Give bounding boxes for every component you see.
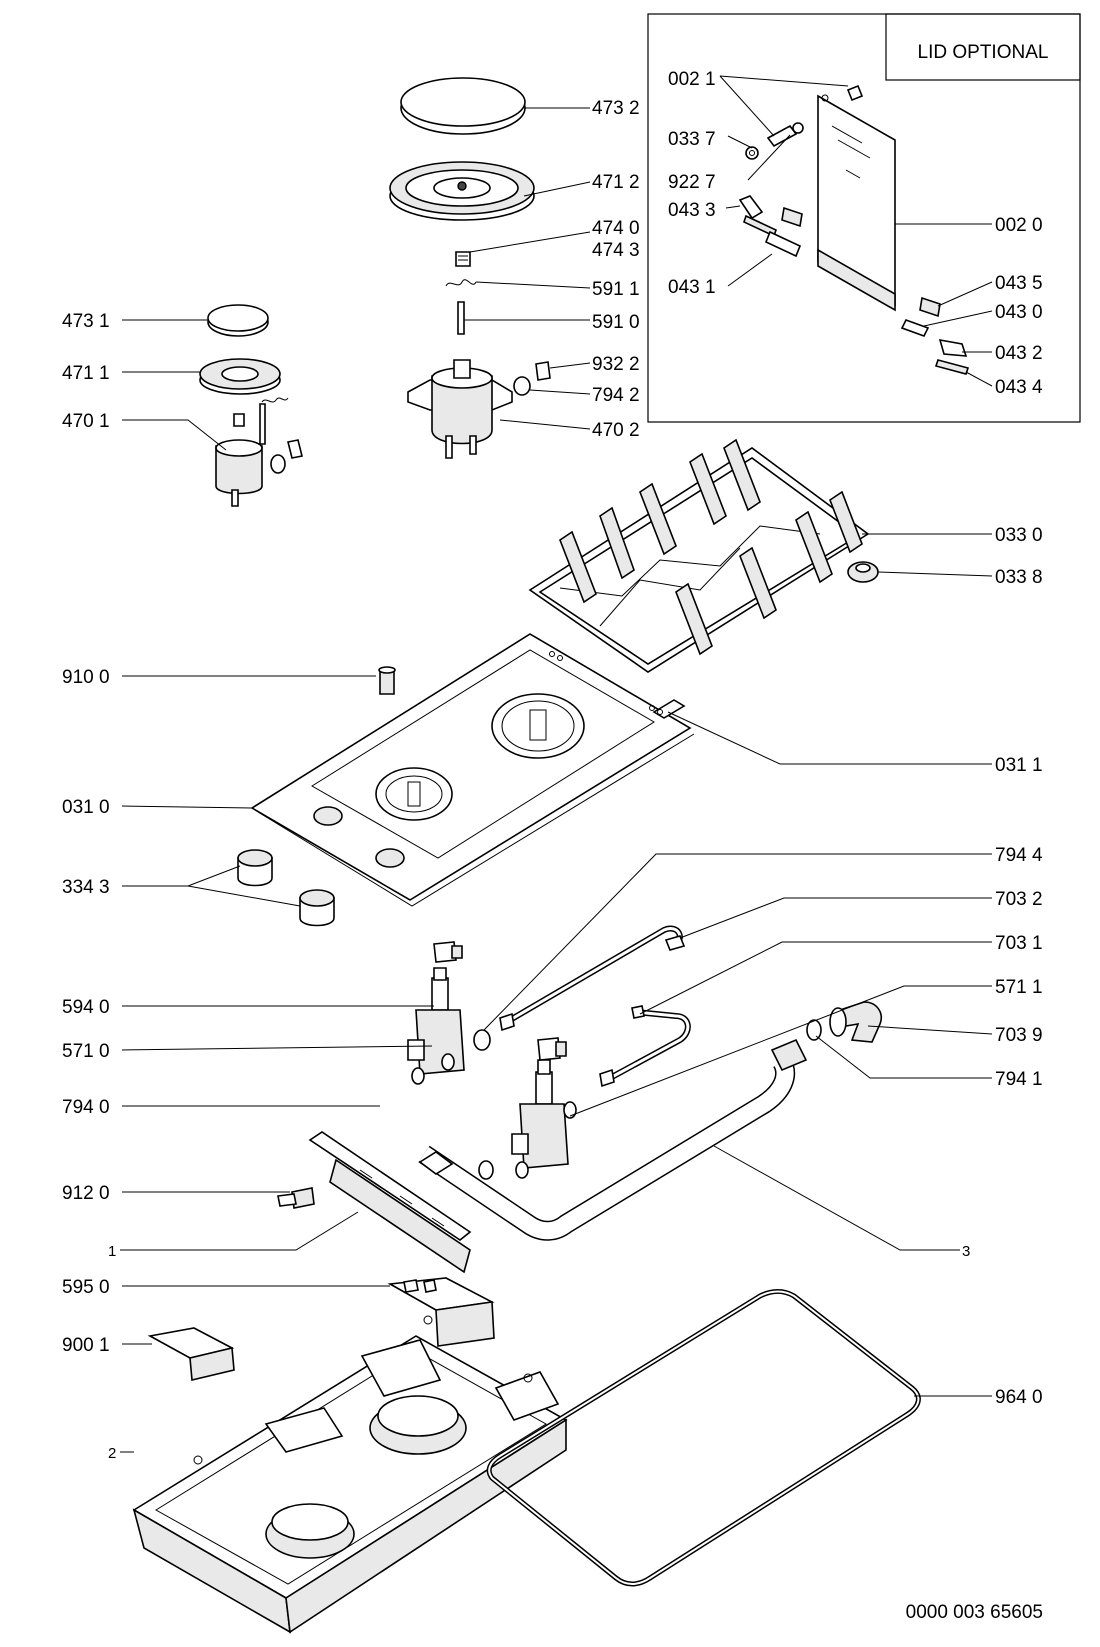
label-470-1: 470 1 bbox=[62, 411, 110, 432]
gas-taps-and-pipes bbox=[407, 925, 882, 1241]
control-knobs bbox=[237, 849, 335, 927]
label-043-4: 043 4 bbox=[995, 377, 1043, 398]
label-473-1: 473 1 bbox=[62, 311, 110, 332]
label-471-2: 471 2 bbox=[592, 172, 640, 193]
lid-optional-title: LID OPTIONAL bbox=[918, 42, 1049, 63]
lid-optional-box: LID OPTIONAL bbox=[647, 13, 1081, 423]
label-794-4: 794 4 bbox=[995, 845, 1043, 866]
label-470-2: 470 2 bbox=[592, 420, 640, 441]
label-910-0: 910 0 bbox=[62, 667, 110, 688]
label-3: 3 bbox=[962, 1243, 970, 1260]
label-571-1: 571 1 bbox=[995, 977, 1043, 998]
hob-top-plate bbox=[250, 633, 695, 907]
label-595-0: 595 0 bbox=[62, 1277, 110, 1298]
tube-part bbox=[418, 1151, 454, 1175]
pan-support-grid bbox=[528, 438, 870, 673]
label-594-0: 594 0 bbox=[62, 997, 110, 1018]
terminal-block-part bbox=[147, 1327, 235, 1381]
label-471-1: 471 1 bbox=[62, 363, 110, 384]
drawing-number: 0000 003 65605 bbox=[906, 1602, 1043, 1623]
label-334-3: 334 3 bbox=[62, 877, 110, 898]
base-tray bbox=[132, 1315, 568, 1634]
label-033-0: 033 0 bbox=[995, 525, 1043, 546]
label-571-0: 571 0 bbox=[62, 1041, 110, 1062]
label-703-9: 703 9 bbox=[995, 1025, 1043, 1046]
label-043-2: 043 2 bbox=[995, 343, 1043, 364]
label-703-1: 703 1 bbox=[995, 933, 1043, 954]
large-burner-assembly bbox=[389, 77, 551, 459]
label-043-1: 043 1 bbox=[668, 277, 716, 298]
label-002-0: 002 0 bbox=[995, 215, 1043, 236]
label-043-3: 043 3 bbox=[668, 200, 716, 221]
lid-hinge-parts bbox=[738, 84, 970, 375]
label-031-1: 031 1 bbox=[995, 755, 1043, 776]
label-474-3: 474 3 bbox=[592, 240, 640, 261]
tap-bracket-part bbox=[308, 1131, 472, 1274]
label-591-0: 591 0 bbox=[592, 312, 640, 333]
label-043-0: 043 0 bbox=[995, 302, 1043, 323]
label-043-5: 043 5 bbox=[995, 273, 1043, 294]
label-031-0: 031 0 bbox=[62, 797, 110, 818]
ignition-unit-part bbox=[387, 1277, 495, 1347]
label-922-7: 922 7 bbox=[668, 172, 716, 193]
screw-part bbox=[378, 666, 396, 695]
label-932-2: 932 2 bbox=[592, 354, 640, 375]
label-2: 2 bbox=[108, 1445, 116, 1462]
label-794-1: 794 1 bbox=[995, 1069, 1043, 1090]
label-900-1: 900 1 bbox=[62, 1335, 110, 1356]
grommet-part bbox=[847, 561, 879, 583]
label-473-2: 473 2 bbox=[592, 98, 640, 119]
label-794-0: 794 0 bbox=[62, 1097, 110, 1118]
small-burner-assembly bbox=[199, 304, 303, 507]
label-794-2: 794 2 bbox=[592, 385, 640, 406]
label-964-0: 964 0 bbox=[995, 1387, 1043, 1408]
label-002-1: 002 1 bbox=[668, 69, 716, 90]
bolt-part bbox=[277, 1187, 315, 1209]
label-591-1: 591 1 bbox=[592, 279, 640, 300]
label-912-0: 912 0 bbox=[62, 1183, 110, 1204]
seal-gasket-part bbox=[486, 1289, 921, 1587]
label-033-8: 033 8 bbox=[995, 567, 1043, 588]
label-474-0: 474 0 bbox=[592, 218, 640, 239]
glass-lid-part bbox=[817, 94, 896, 312]
label-033-7: 033 7 bbox=[668, 129, 716, 150]
label-703-2: 703 2 bbox=[995, 889, 1043, 910]
label-1: 1 bbox=[108, 1243, 116, 1260]
